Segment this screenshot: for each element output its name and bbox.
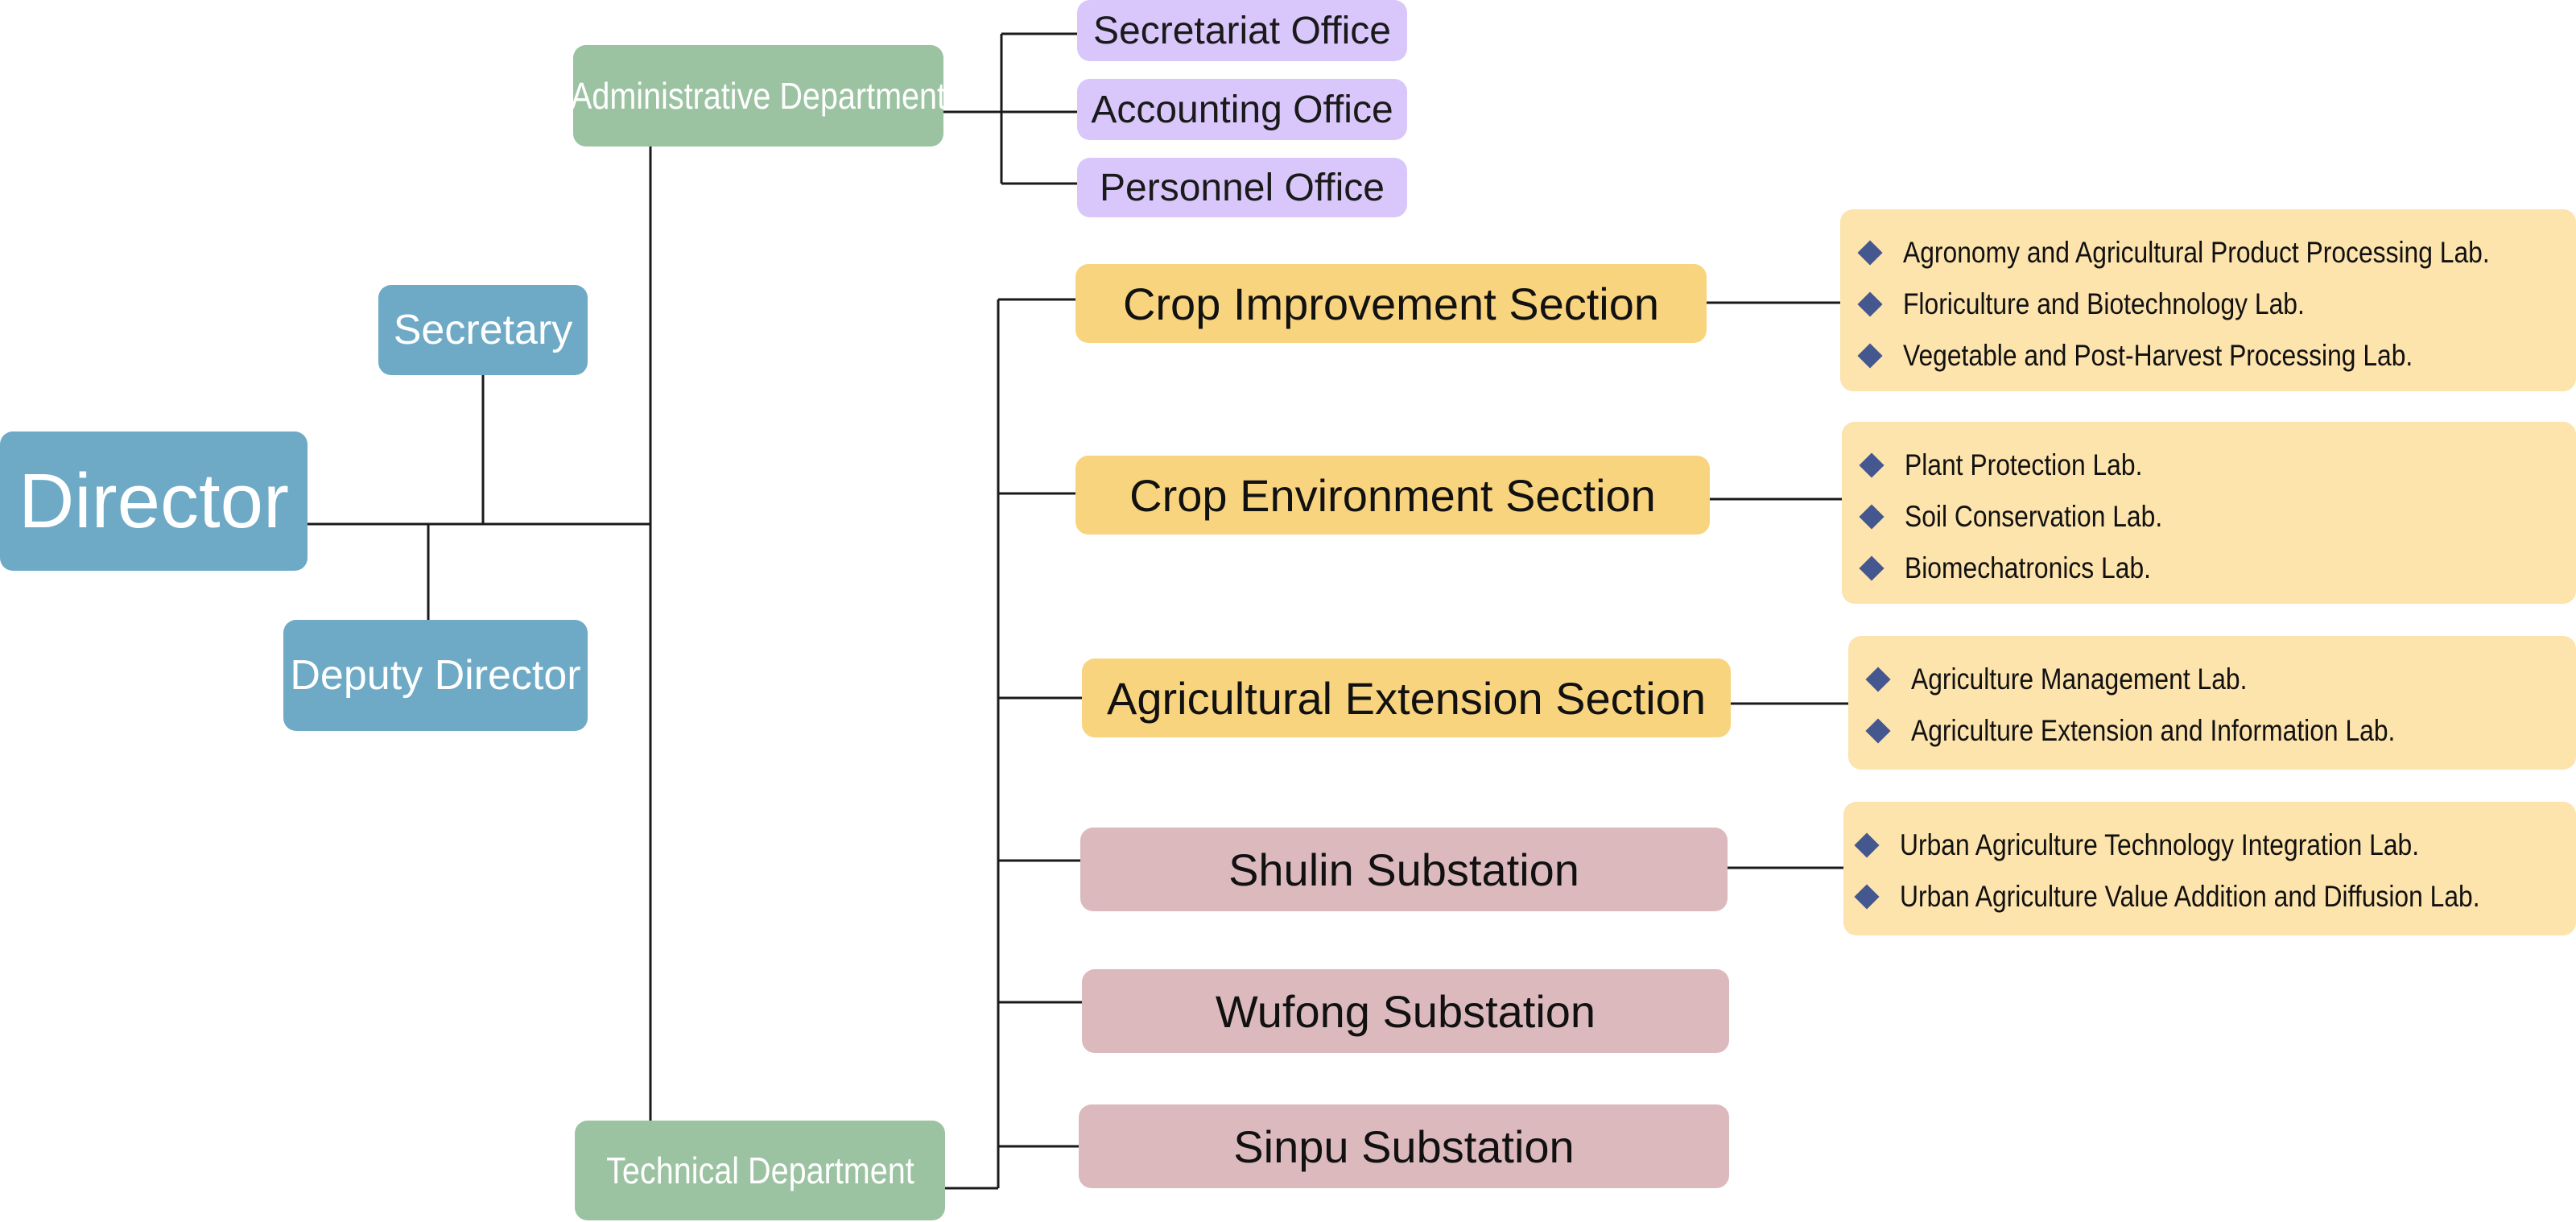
- section-box: Crop Environment Section: [1075, 456, 1710, 535]
- office-label: Accounting Office: [1091, 88, 1393, 131]
- substation-box: Wufong Substation: [1082, 969, 1729, 1053]
- office-box: Personnel Office: [1077, 158, 1407, 217]
- lab-list-panel: Agronomy and Agricultural Product Proces…: [1840, 209, 2576, 391]
- substation-label: Wufong Substation: [1215, 985, 1596, 1037]
- office-label: Secretariat Office: [1093, 9, 1391, 52]
- lab-item: Urban Agriculture Value Addition and Dif…: [1854, 871, 2576, 923]
- lab-list-panel: Agriculture Management Lab. Agriculture …: [1848, 636, 2576, 770]
- section-box: Crop Improvement Section: [1075, 264, 1707, 343]
- lab-label: Biomechatronics Lab.: [1905, 551, 2151, 584]
- section-label: Crop Improvement Section: [1122, 278, 1660, 329]
- diamond-bullet-icon: [1865, 718, 1891, 744]
- lab-label: Vegetable and Post-Harvest Processing La…: [1903, 339, 2413, 372]
- lab-list-panel: Urban Agriculture Technology Integration…: [1843, 802, 2576, 935]
- lab-label: Floriculture and Biotechnology Lab.: [1903, 287, 2305, 320]
- lab-list-panel: Plant Protection Lab. Soil Conservation …: [1842, 422, 2576, 604]
- secretary-label: Secretary: [393, 307, 573, 353]
- lab-item: Plant Protection Lab.: [1859, 440, 2576, 491]
- lab-item: Biomechatronics Lab.: [1859, 543, 2576, 594]
- substation-label: Shulin Substation: [1228, 844, 1579, 895]
- substation-box: Sinpu Substation: [1079, 1104, 1729, 1188]
- diamond-bullet-icon: [1854, 884, 1880, 910]
- section-label: Crop Environment Section: [1129, 469, 1656, 521]
- lab-item: Agronomy and Agricultural Product Proces…: [1857, 227, 2576, 279]
- lab-item: Urban Agriculture Technology Integration…: [1854, 819, 2576, 871]
- deputy-director-label: Deputy Director: [290, 652, 581, 699]
- office-label: Personnel Office: [1100, 166, 1385, 209]
- lab-item: Agriculture Management Lab.: [1865, 654, 2576, 705]
- diamond-bullet-icon: [1859, 452, 1885, 478]
- lab-item: Floriculture and Biotechnology Lab.: [1857, 279, 2576, 330]
- diamond-bullet-icon: [1859, 504, 1885, 530]
- lab-label: Urban Agriculture Technology Integration…: [1900, 828, 2420, 861]
- lab-item: Vegetable and Post-Harvest Processing La…: [1857, 330, 2576, 382]
- technical-department-label: Technical Department: [605, 1150, 914, 1191]
- section-box: Agricultural Extension Section: [1082, 658, 1731, 737]
- diamond-bullet-icon: [1859, 555, 1885, 581]
- office-box: Accounting Office: [1077, 79, 1407, 140]
- substation-label: Sinpu Substation: [1233, 1121, 1575, 1172]
- lab-label: Urban Agriculture Value Addition and Dif…: [1900, 880, 2480, 913]
- deputy-director-box: Deputy Director: [283, 620, 588, 731]
- lab-label: Agronomy and Agricultural Product Proces…: [1903, 236, 2490, 269]
- diamond-bullet-icon: [1857, 291, 1883, 317]
- diamond-bullet-icon: [1865, 667, 1891, 692]
- administrative-department-box: Administrative Department: [570, 45, 947, 147]
- lab-item: Soil Conservation Lab.: [1859, 491, 2576, 543]
- diamond-bullet-icon: [1857, 240, 1883, 266]
- director-box: Director: [0, 431, 308, 571]
- lab-label: Agriculture Management Lab.: [1911, 663, 2248, 696]
- diamond-bullet-icon: [1854, 832, 1880, 858]
- director-label: Director: [18, 457, 290, 544]
- lab-label: Plant Protection Lab.: [1905, 448, 2143, 481]
- office-box: Secretariat Office: [1077, 0, 1407, 61]
- lab-label: Soil Conservation Lab.: [1905, 500, 2163, 533]
- lab-item: Agriculture Extension and Information La…: [1865, 705, 2576, 757]
- secretary-box: Secretary: [378, 285, 588, 375]
- substation-box: Shulin Substation: [1080, 828, 1728, 911]
- technical-department-box: Technical Department: [575, 1121, 945, 1220]
- diamond-bullet-icon: [1857, 343, 1883, 369]
- administrative-department-label: Administrative Department: [570, 75, 947, 117]
- section-label: Agricultural Extension Section: [1107, 672, 1706, 724]
- lab-label: Agriculture Extension and Information La…: [1911, 714, 2396, 747]
